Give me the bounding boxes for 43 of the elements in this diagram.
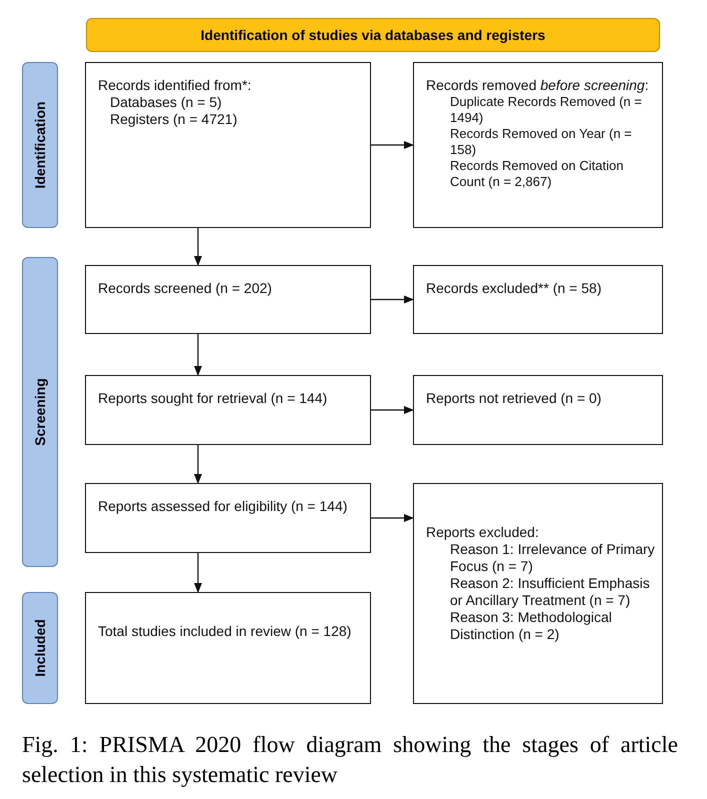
box-text: Registers (n = 4721) [110, 111, 238, 128]
box-text: Duplicate Records Removed (n = 1494) [450, 94, 643, 126]
stage-label: Included [32, 619, 48, 677]
arrow [194, 334, 202, 376]
box-text: Databases (n = 5) [110, 94, 223, 111]
process-box [85, 62, 371, 228]
process-box [413, 62, 663, 228]
stage-band [22, 592, 58, 704]
header-text: Identification of studies via databases and registers [200, 27, 546, 43]
box-text: Reports not retrieved (n = 0) [426, 390, 602, 407]
arrow [371, 296, 414, 304]
stage-band [22, 257, 58, 567]
process-box [413, 375, 663, 445]
stage-band [22, 62, 58, 228]
box-text: Reports assessed for eligibility (n = 144) [98, 498, 348, 515]
box-text: Records excluded** (n = 58) [426, 280, 602, 297]
process-box [413, 483, 663, 704]
figure-caption: Fig. 1: PRISMA 2020 flow diagram showing the stages of article selection in this systematic review [22, 731, 678, 789]
box-text: Reason 1: Irrelevance of Primary Focus (n = 7) [450, 541, 656, 575]
box-text: Records screened (n = 202) [98, 280, 273, 297]
stage-label: Screening [32, 378, 48, 446]
arrow [371, 514, 414, 522]
process-box [85, 265, 371, 334]
process-box [85, 375, 371, 445]
phase-header [86, 18, 660, 52]
process-box [85, 592, 371, 704]
box-text: Records identified from*: [98, 77, 252, 94]
arrow [194, 445, 202, 484]
box-text: Reason 2: Insufficient Emphasis or Ancillary Treatment (n = 7) [450, 575, 651, 609]
stage-label: Identification [32, 101, 48, 189]
box-text: Records Removed on Citation Count (n = 2,867) [450, 158, 624, 190]
box-text: Reports sought for retrieval (n = 144) [98, 390, 328, 407]
arrow [371, 141, 414, 149]
box-text: Reports excluded: [426, 524, 540, 541]
process-box [413, 265, 663, 334]
box-text: Records Removed on Year (n = 158) [450, 126, 633, 158]
box-text: Reason 3: Methodological Distinction (n = 2) [450, 609, 613, 643]
arrow [371, 406, 414, 414]
arrow [194, 553, 202, 593]
box-text: Records removed before screening: [426, 77, 650, 94]
process-box [85, 483, 371, 553]
arrow [194, 228, 202, 266]
box-text: Total studies included in review (n = 128) [98, 623, 352, 640]
